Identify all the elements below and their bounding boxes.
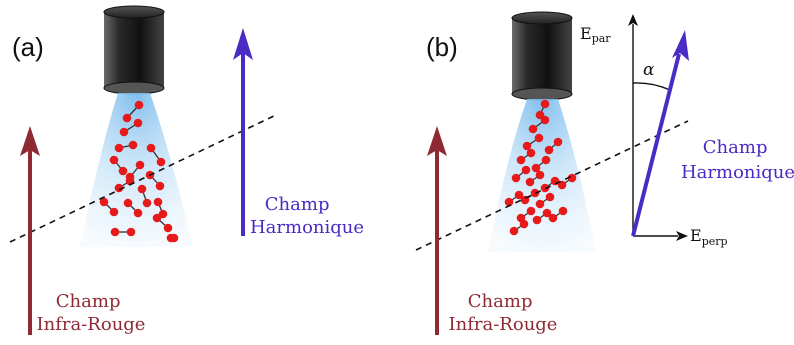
molecule-atom (540, 115, 550, 125)
molecule-atom (542, 208, 552, 218)
panel-a: (a) Champ Infra-Rouge Champ Har (9, 5, 364, 335)
infrared-field-arrow-b (427, 126, 447, 335)
infrared-field-label-a: Champ Infra-Rouge (37, 291, 146, 335)
molecule-atom (544, 145, 554, 155)
molecule-atom (109, 207, 119, 217)
molecule-atom (123, 198, 133, 208)
molecule-atom (535, 199, 545, 209)
harmonic-field-label-a: Champ Harmonique (250, 194, 364, 238)
panel-a-label: (a) (12, 32, 44, 62)
molecule-atom (119, 127, 129, 137)
molecule-atom (521, 165, 531, 175)
molecule-atom (519, 219, 529, 229)
molecule-atom (526, 206, 536, 216)
molecule-atom (511, 173, 521, 183)
molecule-atom (133, 118, 143, 128)
molecule-atom (99, 197, 109, 207)
molecule-atom (122, 113, 132, 123)
infrared-field-arrow-a (20, 126, 40, 335)
molecule-atom (152, 213, 162, 223)
molecule-atom (548, 213, 558, 223)
molecule-atom (133, 208, 143, 218)
molecule-atom (142, 198, 152, 208)
angle-arc (632, 82, 671, 91)
molecule-atom (146, 143, 156, 153)
molecule-atom (545, 192, 555, 202)
angle-alpha-label: α (643, 60, 655, 80)
axis-par-label: Epar (580, 24, 611, 45)
harmonic-field-arrow-b (631, 30, 689, 237)
molecule-atom (137, 184, 147, 194)
infrared-field-label-b: Champ Infra-Rouge (449, 291, 558, 335)
nozzle-a (103, 5, 165, 95)
harmonic-field-arrow-a (233, 28, 253, 236)
molecule-atom (540, 99, 550, 109)
molecule-atom (535, 170, 545, 180)
molecule-atom (153, 197, 163, 207)
nozzle-b (511, 11, 573, 101)
molecule-atom (525, 177, 535, 187)
harmonic-field-label-b: Champ Harmonique (681, 137, 794, 183)
field-axes (628, 14, 688, 241)
molecule-atom (541, 155, 551, 165)
molecules-a (99, 100, 179, 243)
molecule-atom (155, 181, 165, 191)
molecule-atom (126, 227, 136, 237)
molecule-atom (528, 124, 538, 134)
molecule-atom (526, 148, 536, 158)
molecule-atom (118, 166, 128, 176)
molecule-atom (163, 223, 173, 233)
molecule-atom (532, 215, 542, 225)
molecule-atom (534, 133, 544, 143)
axis-perp-label: Eperp (690, 226, 728, 248)
molecule-atom (553, 137, 563, 147)
molecule-atom (109, 155, 119, 165)
molecule-atom (558, 206, 568, 216)
panel-b-label: (b) (426, 32, 458, 62)
molecule-atom (110, 227, 120, 237)
molecule-atom (504, 197, 514, 207)
molecule-atom (516, 155, 526, 165)
molecule-atom (156, 157, 166, 167)
molecule-atom (114, 183, 124, 193)
molecule-atom (514, 190, 524, 200)
molecule-atom (530, 188, 540, 198)
molecule-atom (128, 140, 138, 150)
dashed-line-a (9, 113, 279, 243)
molecule-atom (134, 100, 144, 110)
molecule-atom (135, 160, 145, 170)
molecule-atom (114, 143, 124, 153)
molecule-atom (531, 163, 541, 173)
molecule-atom (522, 141, 532, 151)
molecule-atom (509, 226, 519, 236)
molecule-atom (169, 233, 179, 243)
molecule-atom (567, 173, 577, 183)
molecule-atom (557, 180, 567, 190)
panel-b: (b) Champ Infra-Rouge Epar (415, 11, 794, 335)
